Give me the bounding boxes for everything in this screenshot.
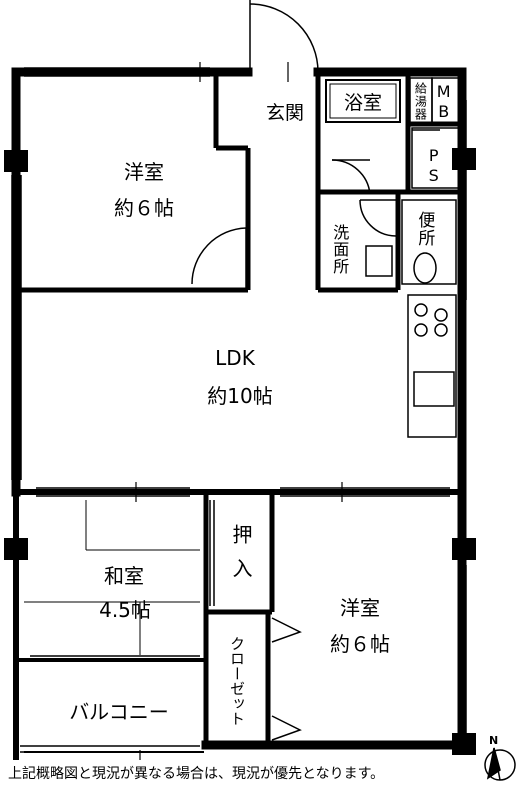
sliding-doors: [30, 487, 450, 657]
room-meter-box-name: MB: [434, 82, 454, 122]
room-water-heater-name: 給湯器: [413, 81, 428, 121]
closet-doors: [271, 617, 302, 741]
room-toilet-name: 便所: [414, 211, 435, 247]
fixtures: [325, 77, 461, 438]
north-compass-icon: [484, 747, 516, 781]
room-western-1-size: 約６帖: [114, 196, 174, 220]
room-washroom-name: 洗面所: [330, 223, 350, 275]
doors: [191, 0, 440, 288]
room-western-2-size: 約６帖: [330, 632, 390, 656]
interior-walls: [13, 72, 462, 760]
room-bath-name: 浴室: [343, 92, 382, 114]
room-entrance-name: 玄関: [265, 102, 304, 124]
room-closet-name: クローゼット: [228, 636, 246, 726]
columns: [4, 148, 476, 755]
room-ldk-size: 約10帖: [207, 384, 273, 408]
room-western-2-name: 洋室: [340, 596, 380, 620]
room-balcony-name: バルコニー: [69, 700, 169, 724]
tatami-lines: [24, 500, 200, 655]
crosshair-markers: [135, 62, 343, 760]
room-pipe-space-name: PS: [424, 146, 444, 186]
room-japanese-size: 4.5帖: [99, 598, 151, 622]
room-western-1-name: 洋室: [124, 160, 164, 184]
room-ldk-name: LDK: [215, 346, 255, 370]
room-japanese-name: 和室: [104, 564, 144, 588]
compass-label: N: [489, 734, 499, 747]
footer-note: 上記概略図と現況が異なる場合は、現況が優先となります。: [8, 766, 385, 782]
room-oshiire-name: 押入: [229, 524, 253, 592]
